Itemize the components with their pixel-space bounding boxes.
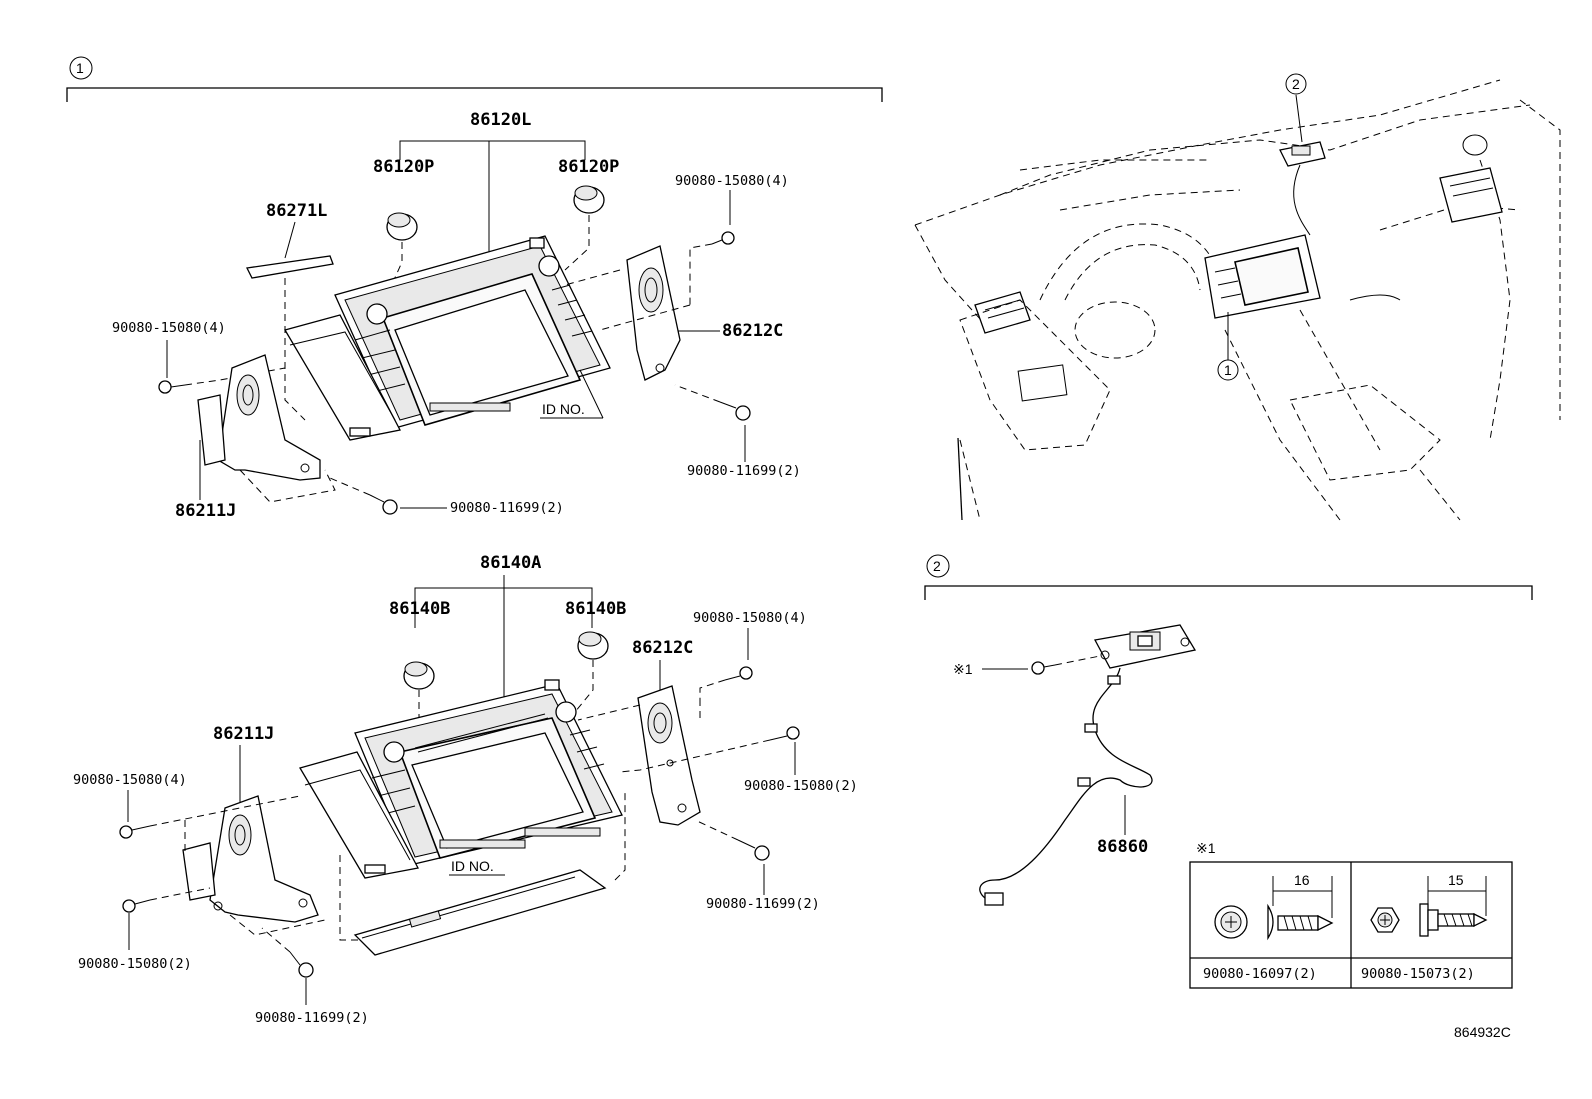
- section-1-header: 1: [66, 56, 883, 102]
- tapping-screw-icon: [1267, 903, 1334, 941]
- fastener-table: ※1 16 90080-16097(2): [1189, 840, 1513, 989]
- figure-id: 864932C: [1454, 1024, 1511, 1040]
- part-90080-15073-2[interactable]: 90080-15073(2): [1361, 966, 1475, 982]
- head-unit-lower: [299, 679, 623, 879]
- part-86120L[interactable]: 86120L: [470, 110, 531, 130]
- plate-86271L: [246, 255, 334, 279]
- phillips-head-icon: [1214, 905, 1248, 939]
- part-86212C-upper[interactable]: 86212C: [722, 321, 783, 341]
- bolt-90080-15080-2-lower-left[interactable]: 90080-15080(2): [78, 956, 192, 972]
- upper-assembly: 86120L 86120P 86120P 86271L: [112, 110, 801, 521]
- part-86120P-right[interactable]: 86120P: [558, 157, 619, 177]
- part-90080-16097-2[interactable]: 90080-16097(2): [1203, 966, 1317, 982]
- screw-icon: [1031, 661, 1056, 675]
- knob-right-icon: [573, 185, 605, 214]
- callout-1-view[interactable]: 1: [1224, 362, 1232, 378]
- bracket-86212C-upper: [626, 245, 681, 381]
- part-86140B-right[interactable]: 86140B: [565, 599, 626, 619]
- part-86860[interactable]: 86860: [1097, 837, 1148, 857]
- bracket-86212C-lower: [637, 685, 701, 826]
- bolt-icon: [719, 401, 751, 421]
- bolt-90080-15080-4-upper-right[interactable]: 90080-15080(4): [675, 173, 789, 189]
- part-86271L[interactable]: 86271L: [266, 201, 327, 221]
- part-86211J-upper[interactable]: 86211J: [175, 501, 236, 521]
- note-mark-1[interactable]: ※1: [953, 661, 973, 677]
- part-86211J-lower[interactable]: 86211J: [213, 724, 274, 744]
- microphone-bracket: [1094, 624, 1197, 669]
- bolt-90080-11699-2-upper-bottom[interactable]: 90080-11699(2): [450, 500, 564, 516]
- part-86140B-left[interactable]: 86140B: [389, 599, 450, 619]
- bolt-icon: [711, 231, 735, 245]
- knob-right-icon: [577, 631, 609, 660]
- knob-left-icon: [386, 212, 418, 241]
- callout-1[interactable]: 1: [76, 60, 84, 76]
- microphone-assembly: ※1 86860: [953, 624, 1197, 906]
- dashboard-location-view: 2 1: [914, 73, 1561, 521]
- id-no-label-lower[interactable]: ID NO.: [451, 858, 494, 874]
- hex-phillips-head-icon: [1370, 907, 1400, 933]
- bolt-90080-15080-4-lower-right[interactable]: 90080-15080(4): [693, 610, 807, 626]
- screw-length-16[interactable]: 16: [1294, 872, 1310, 888]
- bolt-90080-11699-2-upper-right[interactable]: 90080-11699(2): [687, 463, 801, 479]
- bolt-90080-11699-2-lower-bottom[interactable]: 90080-11699(2): [255, 1010, 369, 1026]
- bolt-icon: [289, 951, 314, 978]
- bolt-icon: [119, 825, 151, 839]
- bolt-icon: [158, 380, 186, 394]
- bolt-icon: [369, 494, 398, 515]
- bracket-86211J-lower: [182, 795, 319, 923]
- bolt-icon: [122, 899, 151, 913]
- lower-assembly: 86140A 86140B 86140B: [73, 553, 858, 1026]
- part-86120P-left[interactable]: 86120P: [373, 157, 434, 177]
- knob-left-icon: [403, 661, 435, 690]
- part-86140A[interactable]: 86140A: [480, 553, 541, 573]
- part-86212C-lower[interactable]: 86212C: [632, 638, 693, 658]
- callout-2-view[interactable]: 2: [1292, 76, 1300, 92]
- screw-length-15[interactable]: 15: [1448, 872, 1464, 888]
- trim-plate-lower: [353, 869, 607, 956]
- bolt-90080-15080-4-lower-left[interactable]: 90080-15080(4): [73, 772, 187, 788]
- bolt-90080-15080-4-upper-left[interactable]: 90080-15080(4): [112, 320, 226, 336]
- id-no-label-upper[interactable]: ID NO.: [542, 401, 585, 417]
- bolt-icon: [769, 726, 800, 741]
- bolt-icon: [724, 666, 753, 681]
- section-2-header: 2: [924, 554, 1533, 600]
- bracket-86211J-upper: [197, 354, 321, 481]
- bolt-90080-11699-2-lower-right[interactable]: 90080-11699(2): [706, 896, 820, 912]
- table-note-mark[interactable]: ※1: [1196, 840, 1216, 856]
- flange-bolt-icon: [1419, 903, 1488, 937]
- microphone-wire: [979, 667, 1153, 899]
- bolt-icon: [737, 839, 770, 861]
- callout-2[interactable]: 2: [933, 558, 941, 574]
- bolt-90080-15080-2-lower-right[interactable]: 90080-15080(2): [744, 778, 858, 794]
- head-unit-upper: [284, 235, 611, 441]
